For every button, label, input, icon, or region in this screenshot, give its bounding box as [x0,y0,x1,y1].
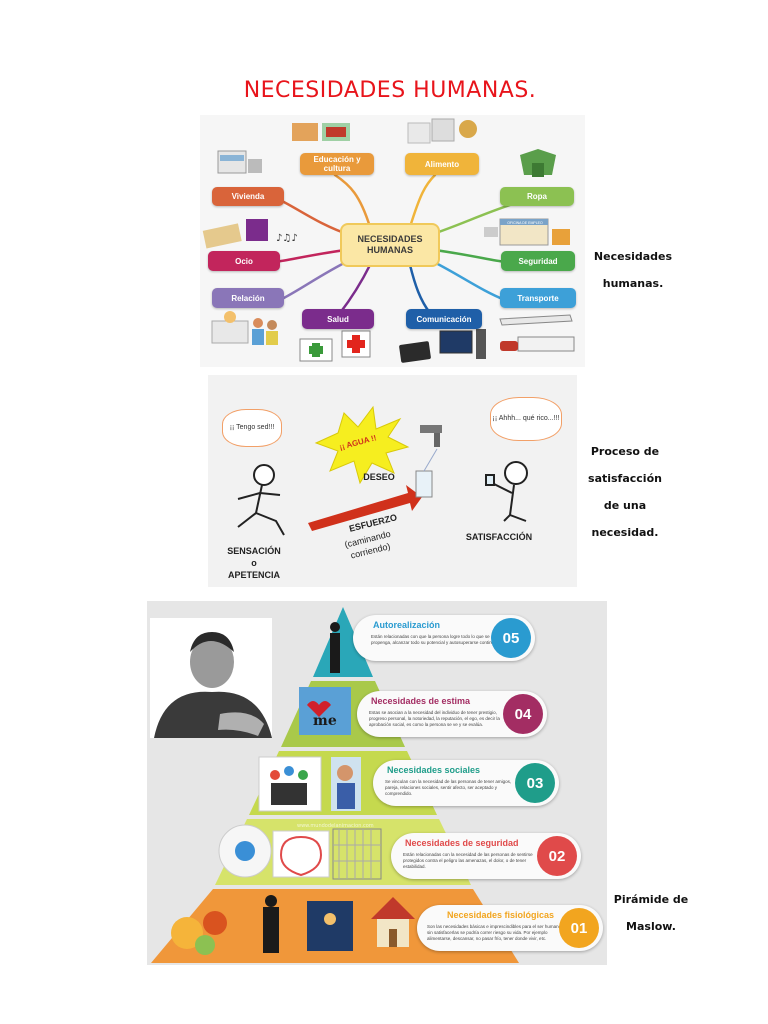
communication-icon [399,329,486,363]
node-label: Educación y cultura [313,155,361,173]
caption-process: Proceso de satisfacción de una necesidad… [582,438,668,546]
node-label: Salud [327,314,349,324]
portrait-image [150,618,272,738]
leisure-icon: ♪♫♪ [202,219,298,249]
level-text: Están relacionadas con que la persona lo… [371,634,511,645]
node-label: Comunicación [416,314,472,324]
maslow-portrait [150,618,272,738]
mindmap-figure: ♪♫♪ [200,115,585,367]
node-label: Relación [231,293,265,303]
level-text: Se vinculan con la necesidad de las pers… [385,779,512,796]
label-line: SENSACIÓN [227,546,281,556]
caption-line: Pirámide de [613,893,689,906]
node-label: Seguridad [518,256,558,266]
mindmap-center: NECESIDADES HUMANAS [340,223,440,267]
drinker-figure [485,461,528,522]
caption-line: Necesidades [593,250,673,263]
node-relationship: Relación [212,288,284,308]
level-number: 01 [559,908,599,948]
caption-mindmap: Necesidades humanas. [588,243,678,297]
watermark: www.mundodelanimacion.com [297,823,374,829]
caption-line: Proceso de [590,445,660,458]
caption-maslow: Pirámide de Maslow. [606,886,696,940]
node-label: Ropa [527,192,547,201]
node-label: Ocio [235,256,253,266]
security-icon [218,824,382,880]
node-communication: Comunicación [406,309,482,329]
thought-bubble-thirst: ¡¡ Tengo sed!!! [222,409,282,447]
caption-line: necesidad. [591,526,659,539]
node-food: Alimento [405,153,479,175]
node-label: Transporte [517,293,559,303]
level-text: Están relacionadas con la necesidad de l… [403,852,533,869]
mindmap-connectors: ♪♫♪ [202,118,575,363]
svg-text:♪♫♪: ♪♫♪ [276,233,298,244]
health-icon [299,330,371,362]
level-number: 04 [503,694,543,734]
process-figure: ¡¡ Tengo sed!!! ¡¡ AGUA !! ¡¡ Ahhh... qu… [208,375,577,587]
person-silhouette-icon [330,622,340,673]
process-drawing [237,405,528,536]
label-satisfaction: SATISFACCIÓN [465,532,533,542]
caption-line: Maslow. [626,920,676,933]
education-icon [292,123,350,141]
love-me-icon: me [299,687,351,735]
level-card-3: Necesidades sociales Se vinculan con la … [373,760,559,806]
star-burst [314,405,410,485]
level-card-5: Autorealización Están relacionadas con q… [353,615,535,661]
level-text: Estas se asocian a la necesidad del indi… [369,710,500,727]
level-title: Necesidades fisiológicas [447,910,555,920]
level-text: Son las necesidades básicas e imprescind… [427,924,563,941]
shop-sign: OFICINA DE EMPLEO [507,221,543,225]
physiological-icon [171,895,415,955]
level-card-1: Necesidades fisiológicas Son las necesid… [417,905,603,951]
level-number: 03 [515,763,555,803]
effort-arrow [308,485,422,531]
maslow-figure: me [147,601,607,965]
node-education: Educación y cultura [300,153,374,175]
caption-line: humanas. [602,277,664,290]
level-title: Autorealización [373,620,441,630]
node-health: Salud [302,309,374,329]
node-transport: Transporte [500,288,576,308]
transport-icon [499,314,575,352]
level-card-2: Necesidades de seguridad Están relaciona… [391,833,581,879]
label-sensation: SENSACIÓN o APETENCIA [216,545,292,581]
label-line: APETENCIA [227,570,280,580]
food-icon [407,118,477,144]
level-card-4: Necesidades de estima Estas se asocian a… [357,691,547,737]
people-icon [211,311,278,345]
caption-line: de una [603,499,647,512]
node-label: Alimento [424,159,460,169]
level-title: Necesidades sociales [387,765,481,775]
svg-text:me: me [313,713,337,729]
level-title: Necesidades de estima [371,696,471,706]
runner-figure [237,464,285,536]
level-number: 05 [491,618,531,658]
house-icon [217,150,262,174]
node-label: Vivienda [231,192,265,201]
thought-bubble-satisfied: ¡¡ Ahhh... qué rico...!!! [490,397,562,441]
social-icon [258,756,361,812]
label-line: o [251,558,257,568]
level-number: 02 [537,836,577,876]
caption-line: satisfacción [588,472,662,485]
label-desire: DESEO [363,472,395,482]
node-leisure: Ocio [208,251,280,271]
faucet-icon [415,425,442,498]
pyramid-level-5 [313,607,373,677]
clothes-icon [520,149,556,177]
page-title: NECESIDADES HUMANAS. [243,78,537,103]
node-housing: Vivienda [212,187,284,206]
level-title: Necesidades de seguridad [405,838,519,848]
office-icon [484,218,570,246]
node-security: Seguridad [501,251,575,271]
node-clothing: Ropa [500,187,574,206]
